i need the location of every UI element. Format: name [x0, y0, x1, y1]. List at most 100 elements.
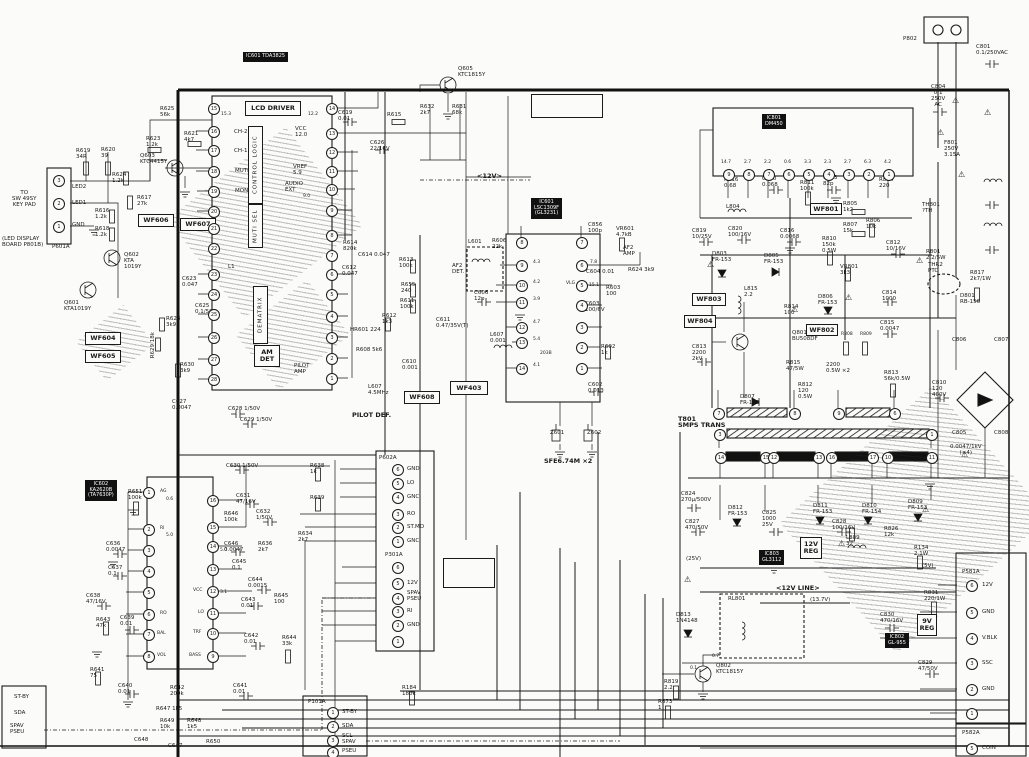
ic-pin: 8 — [789, 408, 801, 420]
component-label: VCC — [193, 588, 203, 593]
component-label: Q601 KTA1019Y — [64, 300, 92, 312]
ground-symbol — [128, 509, 138, 516]
component-label: (13.7V) — [810, 597, 831, 603]
ic-pin: 12 — [768, 452, 780, 464]
transistor-glyph — [79, 281, 97, 299]
component-label: L607 4.5MHz — [368, 384, 389, 396]
resistor-glyph — [385, 317, 391, 332]
resistor-glyph — [849, 527, 855, 542]
ic-pin: 6 — [392, 562, 404, 574]
diode-glyph — [815, 516, 825, 525]
ic-pin: 23 — [208, 269, 220, 281]
component-label: R608 5k6 — [356, 347, 383, 353]
ic-pin: 1 — [143, 487, 155, 499]
component-label: C808 — [994, 430, 1009, 436]
component-label: VCC 12.0 — [295, 126, 308, 138]
resistor-glyph — [133, 501, 139, 516]
component-label: PILOT AMP — [294, 363, 310, 375]
component-label: P301A — [385, 552, 403, 558]
component-label: RI — [407, 608, 413, 614]
component-label: D809 FR-153 — [908, 499, 928, 511]
component-label: C614 0.047 — [358, 252, 390, 258]
component-label: C641 0.01 — [233, 683, 248, 695]
ic-pin: 11 — [207, 608, 219, 620]
component-label: C640 0.01 — [118, 683, 133, 695]
component-label: VR601 4.7kB — [616, 226, 635, 238]
component-label: P601A — [52, 244, 70, 250]
component-label: C807 — [994, 337, 1009, 343]
component-label: C625 0.1/50V — [195, 303, 217, 315]
component-label: 0.6 — [166, 497, 174, 502]
component-label: R614 820k — [343, 240, 358, 252]
component-label: 0.6 — [784, 160, 792, 165]
component-label: BASS — [189, 653, 201, 658]
resistor-glyph — [159, 317, 165, 332]
component-label: SFE6.74M ×2 — [544, 457, 593, 465]
component-label: 14.7 — [721, 160, 732, 165]
component-label: RI — [160, 526, 165, 531]
component-label: (5V) — [922, 563, 934, 569]
component-label: R632 2k7 — [420, 104, 435, 116]
ground-symbol — [180, 191, 190, 198]
component-label: D811 FR-153 — [813, 503, 833, 515]
component-label: R623 1.2k — [146, 136, 161, 148]
ic-pin: 6 — [783, 169, 795, 181]
component-label: HR601 224 — [350, 327, 381, 333]
component-label: SDA — [14, 710, 26, 716]
resistor-glyph — [103, 621, 109, 636]
component-label: L1 — [228, 264, 235, 270]
ic-pin: 2 — [576, 342, 588, 354]
warning-icon: ⚠ — [952, 96, 960, 105]
component-label: R628 3k9 — [166, 316, 181, 328]
ic-pin: 6 — [576, 260, 588, 272]
ic-pin: 3 — [392, 606, 404, 618]
warning-icon: ⚠ — [916, 256, 924, 265]
ic-pin: 5 — [392, 578, 404, 590]
component-label: C632 1/50V — [256, 509, 273, 521]
component-label: L815 2.2 — [744, 286, 758, 298]
capacitor-glyph — [937, 108, 943, 116]
component-label: C612 0.047 — [342, 265, 358, 277]
component-label: 0.7 — [712, 654, 720, 659]
ic-pin: 10 — [207, 628, 219, 640]
component-label: VOL — [157, 653, 167, 658]
component-label: V.BLK — [982, 635, 998, 641]
component-label: SDA — [342, 723, 354, 729]
component-label: C805 — [952, 430, 967, 436]
ic-pin: 4 — [823, 169, 835, 181]
resistor-glyph — [410, 259, 416, 274]
ground-symbol — [92, 651, 102, 658]
transistor-glyph — [694, 665, 712, 683]
inductor-glyph — [741, 621, 746, 641]
component-label: <12V> — [477, 172, 502, 180]
resistor-glyph — [827, 251, 833, 266]
component-label: R673 1 — [658, 699, 673, 711]
function-block-label: AM DET — [254, 345, 280, 367]
ic-pin: 14 — [516, 363, 528, 375]
ic-pin: 11 — [326, 166, 338, 178]
ic-pin: 27 — [208, 354, 220, 366]
inductor-glyph — [983, 222, 1003, 227]
component-label: R603 100 — [606, 285, 621, 297]
ic-pin: 12 — [207, 586, 219, 598]
ic-pin: 3 — [714, 429, 726, 441]
function-block-label: WF801 — [810, 203, 842, 215]
component-label: 12.2 — [308, 112, 319, 117]
ic-pin: 1 — [966, 708, 978, 720]
component-label: SPAV PSEU — [407, 590, 422, 602]
ic-pin: 3 — [53, 175, 65, 187]
function-block-label: WF403 — [450, 381, 488, 395]
ground-symbol — [89, 229, 99, 236]
component-label: 12V — [982, 582, 993, 588]
resistor-glyph — [851, 231, 866, 237]
ic-pin: 4 — [392, 593, 404, 605]
component-label: C627 0.0047 — [172, 399, 192, 411]
component-label: C648 — [134, 737, 149, 743]
component-label: MONI — [235, 188, 250, 194]
ic-pin: 7 — [326, 250, 338, 262]
component-label: 2.7 — [744, 160, 752, 165]
ic-pin: 8 — [326, 230, 338, 242]
main-board-label — [531, 94, 603, 118]
warning-icon: ⚠ — [922, 505, 930, 514]
ic-pin: 3 — [843, 169, 855, 181]
